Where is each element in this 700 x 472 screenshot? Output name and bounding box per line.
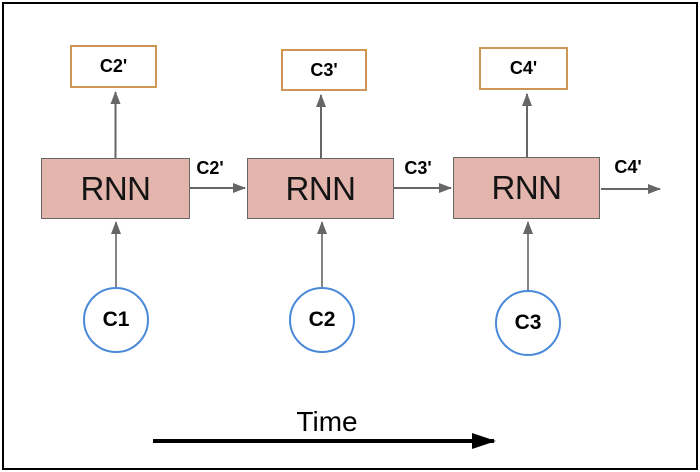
input-circle-t2: C2 bbox=[289, 287, 355, 353]
output-box-t2: C3' bbox=[281, 49, 367, 91]
output-label-t1: C2' bbox=[99, 56, 128, 76]
output-label-t3: C4' bbox=[509, 58, 538, 78]
input-label-t3: C3 bbox=[514, 311, 542, 334]
rnn-label-t2: RNN bbox=[285, 169, 357, 207]
state-arrow-label-t3: C4' bbox=[614, 157, 642, 177]
state-arrow-label-t1: C2' bbox=[196, 158, 224, 178]
rnn-block-t3: RNN bbox=[453, 157, 600, 219]
time-axis-label: Time bbox=[296, 406, 358, 437]
state-arrow-label-t2: C3' bbox=[404, 158, 432, 178]
rnn-block-t1: RNN bbox=[41, 158, 190, 219]
rnn-label-t1: RNN bbox=[80, 169, 152, 207]
input-circle-t3: C3 bbox=[495, 290, 561, 356]
rnn-label-t3: RNN bbox=[491, 169, 563, 206]
rnn-block-t2: RNN bbox=[247, 158, 394, 219]
output-box-t1: C2' bbox=[70, 45, 157, 88]
input-label-t2: C2 bbox=[308, 308, 336, 331]
output-label-t2: C3' bbox=[310, 59, 338, 80]
output-box-t3: C4' bbox=[479, 47, 568, 90]
input-label-t1: C1 bbox=[102, 308, 130, 331]
input-circle-t1: C1 bbox=[83, 287, 149, 353]
